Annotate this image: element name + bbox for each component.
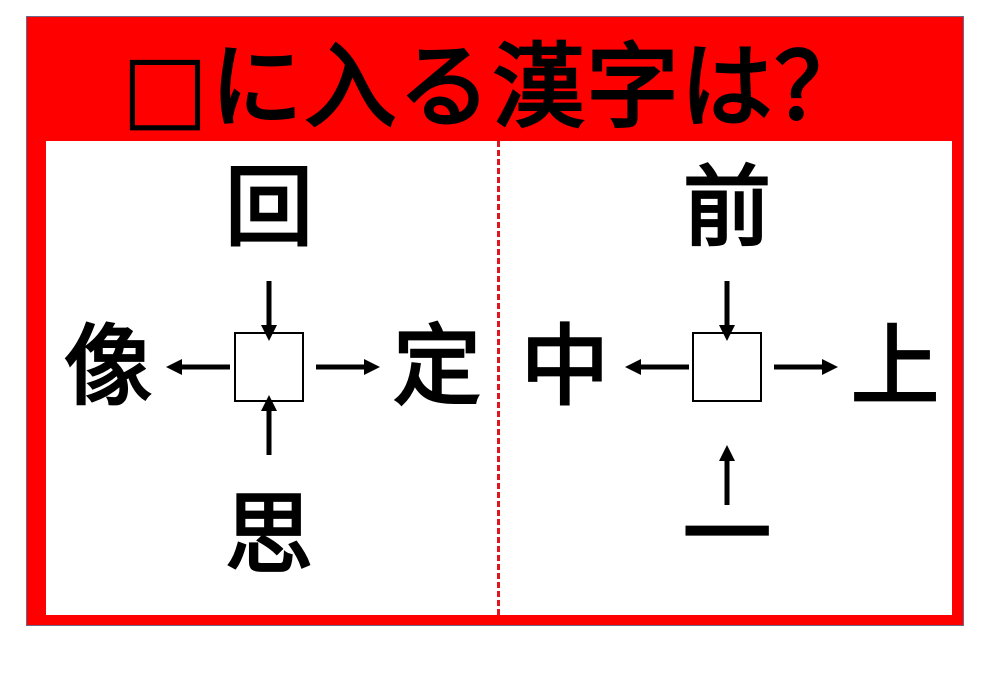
arrow-left-icon xyxy=(625,359,689,375)
kanji-left: 像 xyxy=(63,315,152,418)
kanji-top: 回 xyxy=(224,156,313,259)
puzzle-frame: □に入る漢字は？ 回 像 定 思 xyxy=(26,16,964,626)
arrow-down-icon xyxy=(261,281,277,341)
panel-divider xyxy=(497,141,500,615)
kanji-bottom: 思 xyxy=(224,483,313,586)
kanji-right: 上 xyxy=(850,315,939,418)
kanji-left: 中 xyxy=(520,315,609,418)
arrow-down-icon xyxy=(719,281,735,341)
puzzle-panel: 回 像 定 思 前 中 xyxy=(46,141,952,615)
arrow-left-icon xyxy=(166,359,230,375)
arrow-up-icon xyxy=(261,395,277,455)
kanji-top: 前 xyxy=(682,156,771,259)
arrow-right-icon xyxy=(316,359,380,375)
puzzle-title: □に入る漢字は？ xyxy=(121,33,869,141)
arrow-up-icon xyxy=(719,445,735,505)
kanji-bottom: 一 xyxy=(682,483,771,586)
blank-box xyxy=(692,332,762,402)
blank-box xyxy=(234,332,304,402)
kanji-right: 定 xyxy=(392,315,481,418)
arrow-right-icon xyxy=(774,359,838,375)
